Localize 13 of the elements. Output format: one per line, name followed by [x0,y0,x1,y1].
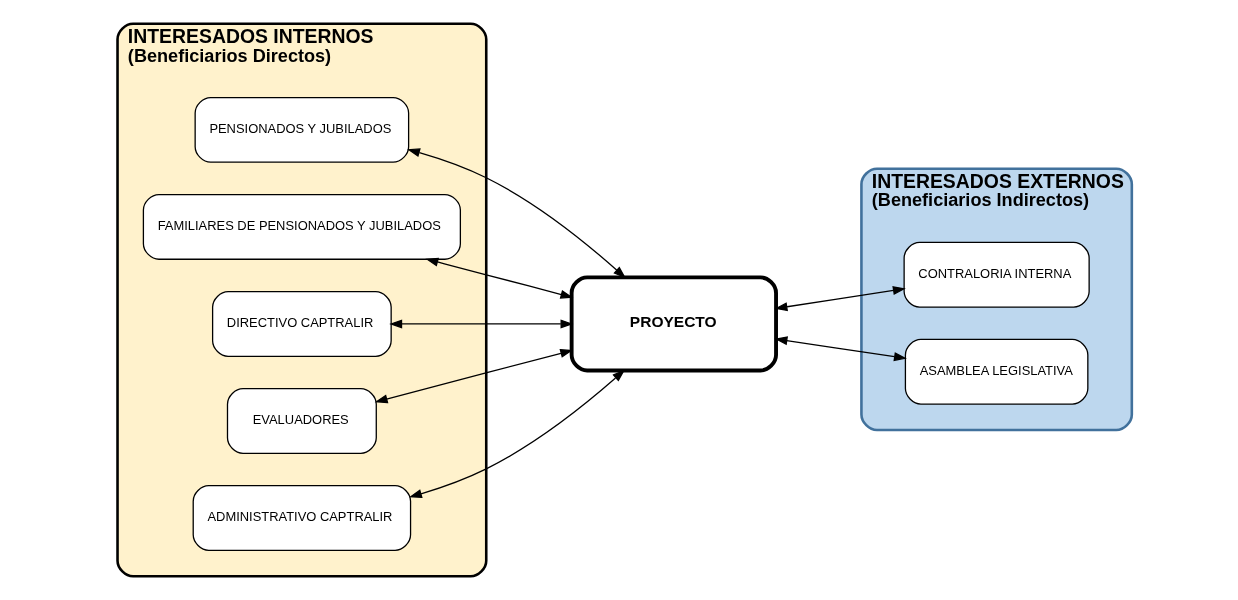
node-box: EVALUADORES [226,387,377,454]
node-box: PROYECTO [569,275,778,373]
node-box: DIRECTIVO CAPTRALIR [211,290,392,357]
node-box: FAMILIARES DE PENSIONADOS Y JUBILADOS [142,193,461,260]
arrow [374,348,573,404]
node-box: ADMINISTRATIVO CAPTRALIR [192,485,411,551]
node-box: PENSIONADOS Y JUBILADOS [194,96,409,163]
arrow [408,369,625,499]
node-box: CONTRALORIA INTERNA [902,241,1090,308]
arrow [424,257,573,299]
node-box: ASAMBLEA LEGISLATIVA [904,338,1088,405]
arrow [388,319,573,329]
arrow [406,148,626,279]
